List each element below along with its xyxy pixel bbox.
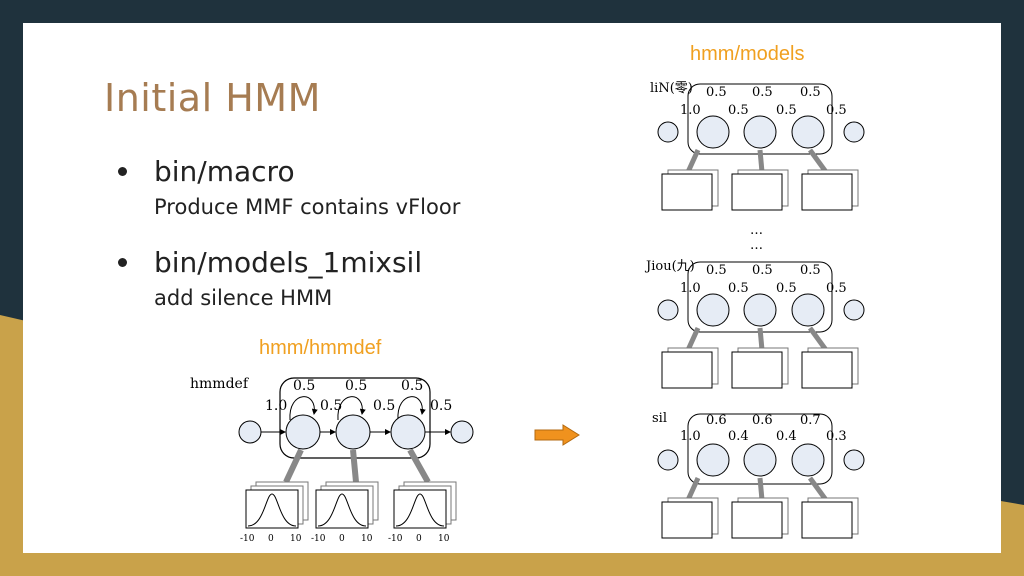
model-block-sil: sil 0.6 0.6 0.7 1.0 0.4 0.4 0.3 <box>652 411 865 539</box>
top-prob: 0.6 <box>706 413 727 428</box>
trans-prob: 0.4 <box>776 429 797 444</box>
bullet-sub-text: Produce MMF contains vFloor <box>154 195 461 219</box>
entry-state <box>657 449 679 471</box>
top-prob: 0.5 <box>293 378 315 394</box>
top-prob: 0.5 <box>706 85 727 100</box>
entry-state <box>657 299 679 321</box>
ellipsis: … <box>750 238 763 253</box>
hmm-state <box>696 115 730 149</box>
hmmdef-diagram: hmmdef 0.5 0.5 0.5 1.0 0.5 0.5 0.5 -10 0 <box>188 370 478 548</box>
hmm-state <box>390 414 426 450</box>
model-label: liN(零) <box>650 81 693 96</box>
hmm-state <box>791 293 825 327</box>
axis-tick: -10 <box>388 534 403 544</box>
trans-prob: 0.3 <box>826 429 847 444</box>
bullet-main-text: bin/macro <box>154 155 295 188</box>
top-prob: 0.5 <box>800 263 821 278</box>
hmm-state <box>743 293 777 327</box>
top-prob: 0.5 <box>800 85 821 100</box>
axis-tick: 0 <box>268 534 274 544</box>
hmm-state <box>696 293 730 327</box>
axis-tick: -10 <box>240 534 255 544</box>
trans-prob: 0.5 <box>776 103 797 118</box>
top-prob: 0.5 <box>706 263 727 278</box>
trans-prob: 0.5 <box>430 398 452 414</box>
trans-prob: 0.5 <box>728 103 749 118</box>
exit-state <box>843 299 865 321</box>
exit-state <box>450 420 474 444</box>
axis-tick: 0 <box>416 534 422 544</box>
hmm-state <box>743 443 777 477</box>
trans-prob: 1.0 <box>680 281 701 296</box>
bullet-dot <box>118 167 127 176</box>
slide-title: Initial HMM <box>104 76 321 120</box>
model-block-jiou: Jiou(九) 0.5 0.5 0.5 1.0 0.5 0.5 0.5 <box>644 259 865 389</box>
top-prob: 0.5 <box>401 378 423 394</box>
top-prob: 0.5 <box>752 85 773 100</box>
top-prob: 0.5 <box>752 263 773 278</box>
gaussian-stack <box>245 481 309 529</box>
gaussian-stack <box>393 481 457 529</box>
axis-tick: -10 <box>311 534 326 544</box>
gaussian-stack <box>315 481 379 529</box>
hmm-state <box>696 443 730 477</box>
trans-prob: 1.0 <box>680 103 701 118</box>
hmm-models-diagram: liN(零) 0.5 0.5 0.5 1.0 0.5 0.5 0.5 … … J… <box>640 74 878 552</box>
bullet-sub-text: add silence HMM <box>154 286 333 310</box>
trans-prob: 1.0 <box>265 398 287 414</box>
exit-state <box>843 449 865 471</box>
top-prob: 0.7 <box>800 413 821 428</box>
hmm-state <box>791 443 825 477</box>
axis-tick: 10 <box>361 534 373 544</box>
trans-prob: 0.4 <box>728 429 749 444</box>
trans-prob: 0.5 <box>776 281 797 296</box>
hmm-state <box>335 414 371 450</box>
trans-prob: 0.5 <box>373 398 395 414</box>
entry-state <box>238 420 262 444</box>
model-block-lin: liN(零) 0.5 0.5 0.5 1.0 0.5 0.5 0.5 <box>650 81 865 211</box>
hmm-state <box>791 115 825 149</box>
ellipsis: … <box>750 223 763 238</box>
axis-tick: 0 <box>339 534 345 544</box>
trans-prob: 1.0 <box>680 429 701 444</box>
right-figure-caption: hmm/models <box>690 43 805 65</box>
top-prob: 0.5 <box>345 378 367 394</box>
exit-state <box>843 121 865 143</box>
trans-prob: 0.5 <box>320 398 342 414</box>
entry-state <box>657 121 679 143</box>
left-figure-caption: hmm/hmmdef <box>259 337 382 359</box>
right-arrow-icon <box>534 424 580 446</box>
top-prob: 0.6 <box>752 413 773 428</box>
trans-prob: 0.5 <box>826 103 847 118</box>
bullet-dot <box>118 258 127 267</box>
bullet-main-text: bin/models_1mixsil <box>154 246 423 279</box>
hmm-state <box>285 414 321 450</box>
trans-prob: 0.5 <box>826 281 847 296</box>
trans-prob: 0.5 <box>728 281 749 296</box>
model-label: hmmdef <box>190 376 250 392</box>
hmm-state <box>743 115 777 149</box>
axis-tick: 10 <box>438 534 450 544</box>
axis-tick: 10 <box>290 534 302 544</box>
model-label: Jiou(九) <box>644 259 695 274</box>
model-label: sil <box>652 411 667 426</box>
